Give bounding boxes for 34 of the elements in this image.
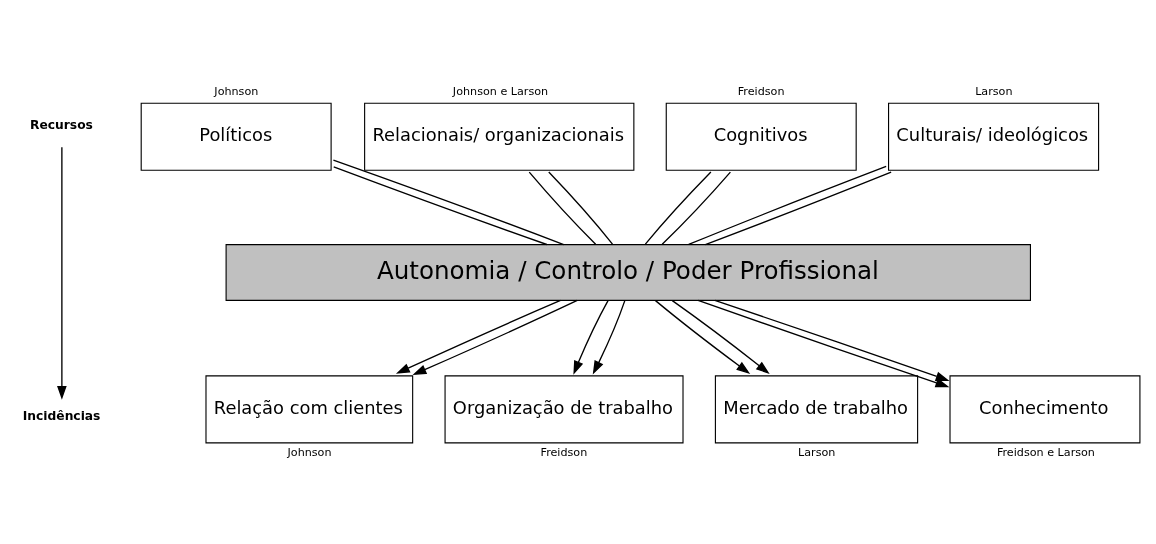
- node-label: Freidson e Larson: [996, 445, 1095, 459]
- arrow: [395, 299, 562, 374]
- node-label: Larson: [798, 445, 836, 459]
- node-label: Larson: [975, 84, 1013, 98]
- connector: [644, 170, 712, 245]
- arrow: [654, 299, 751, 374]
- node-label: Johnson e Larson: [452, 84, 549, 98]
- node-box: Mercado de trabalho: [714, 374, 919, 443]
- node-box: Culturais/ ideológicos: [888, 102, 1100, 171]
- node-label: Freidson: [737, 84, 785, 98]
- arrow: [573, 299, 609, 375]
- node-box: Relacionais/ organizacionais: [364, 102, 635, 171]
- node-box: Políticos: [140, 102, 332, 171]
- connector: [332, 158, 565, 245]
- node-label: Freidson: [540, 445, 588, 459]
- node-box: Conhecimento: [949, 374, 1141, 443]
- connector: [704, 170, 892, 245]
- node-label: Johnson: [214, 84, 259, 98]
- node-label: Johnson: [287, 445, 332, 459]
- node-box: Cognitivos: [665, 102, 857, 171]
- arrow: [671, 299, 770, 374]
- connector: [661, 170, 732, 245]
- connector: [528, 170, 597, 245]
- node-box: Organização de trabalho: [444, 374, 684, 443]
- connector: [548, 170, 614, 245]
- node-box: Relação com clientes: [205, 374, 414, 443]
- arrow: [57, 146, 67, 400]
- node-text: Recursos: [30, 117, 93, 132]
- connector: [333, 165, 548, 245]
- arrow: [412, 299, 578, 375]
- node-text: Incidências: [22, 408, 101, 423]
- arrow: [592, 299, 626, 375]
- connector: [688, 165, 887, 245]
- node-box: Autonomia / Controlo / Poder Profissional: [225, 243, 1031, 301]
